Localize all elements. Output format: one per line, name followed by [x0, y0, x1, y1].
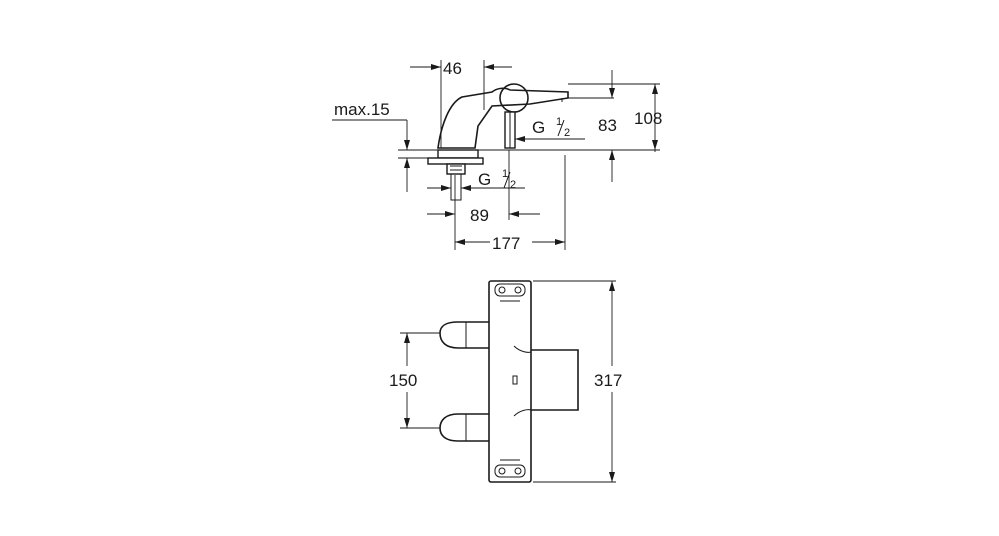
dim-label-max15: max.15 — [334, 100, 390, 119]
arrow — [404, 418, 410, 428]
arrow — [509, 211, 519, 217]
arrow — [652, 84, 658, 94]
fraction-slash — [557, 119, 565, 137]
supply-tube — [450, 173, 462, 201]
arrow — [441, 185, 451, 191]
arrow — [609, 472, 615, 482]
side-view: 46 108 83 max.15 G 1 2 G — [332, 59, 662, 253]
mounting-nut — [437, 149, 479, 159]
thread-upper-num: 1 — [556, 116, 562, 128]
spout-curve-top — [513, 345, 532, 353]
arrow — [461, 185, 471, 191]
dim-label-46: 46 — [443, 59, 462, 78]
bottom-cap — [494, 464, 526, 478]
bottom-cap-screw — [514, 467, 522, 475]
arrow — [555, 239, 565, 245]
top-cap-screw — [498, 286, 506, 294]
dim-label-150: 150 — [389, 371, 417, 390]
bottom-cap-screw — [498, 467, 506, 475]
arrow — [515, 136, 525, 142]
dim-label-108: 108 — [634, 109, 662, 128]
dim-label-83: 83 — [598, 116, 617, 135]
thread-lower-den: 2 — [510, 179, 516, 191]
dim-label-89: 89 — [470, 206, 489, 225]
thermostat-body — [488, 280, 532, 483]
arrow — [609, 88, 615, 98]
arrow — [404, 140, 410, 150]
thread-label-lower: G — [478, 170, 491, 189]
arrow — [431, 64, 441, 70]
thread-lower-base: G — [478, 170, 491, 189]
dim-label-177: 177 — [492, 234, 520, 253]
thread-upper-den: 2 — [564, 127, 570, 139]
front-view: 150 317 — [389, 280, 622, 483]
spout-box — [531, 349, 579, 411]
dim-label-317: 317 — [594, 371, 622, 390]
spout-curve-bottom — [513, 409, 532, 417]
top-cap — [494, 283, 526, 297]
arrow — [609, 281, 615, 291]
connector-lower — [439, 413, 489, 442]
arrow — [484, 64, 494, 70]
thread-label-upper: G — [532, 118, 545, 137]
connector-upper — [439, 321, 489, 349]
arrow — [445, 211, 455, 217]
mounting-flange — [427, 157, 484, 165]
arrow — [652, 140, 658, 150]
arrow — [404, 158, 410, 168]
handle-knob — [499, 83, 529, 113]
arrow — [404, 333, 410, 343]
thread-lower-num: 1 — [502, 168, 508, 180]
arrow — [609, 150, 615, 160]
thread-upper-base: G — [532, 118, 545, 137]
indicator-mark — [512, 375, 518, 385]
mixer-body-outline — [437, 87, 569, 149]
fraction-slash — [503, 171, 511, 189]
top-cap-screw — [514, 286, 522, 294]
arrow — [455, 239, 465, 245]
